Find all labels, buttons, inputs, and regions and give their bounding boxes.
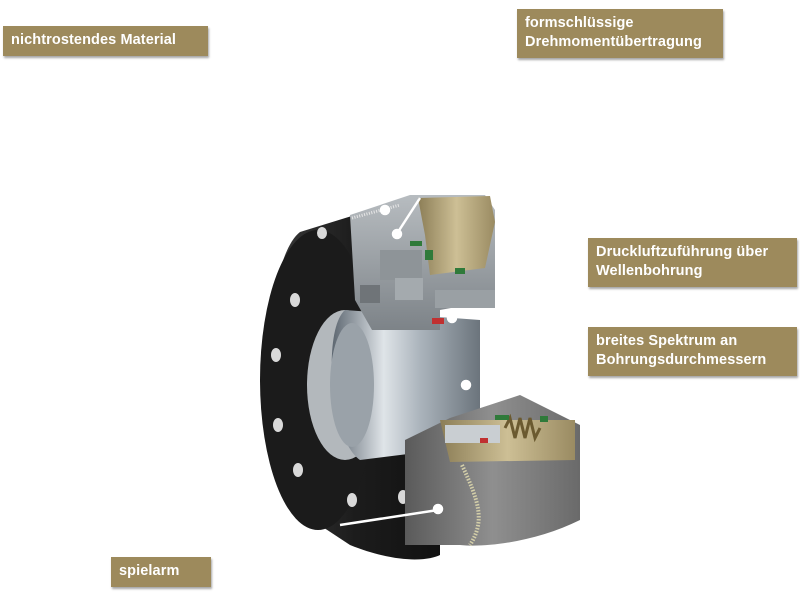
label-air-line2: Wellenbohrung bbox=[596, 263, 703, 279]
label-bore-line2: Bohrungsdurchmessern bbox=[596, 352, 767, 368]
label-backlash-text: spielarm bbox=[119, 563, 180, 579]
label-air: Druckluftzuführung über Wellenbohrung bbox=[588, 238, 797, 287]
leader-lines bbox=[339, 197, 472, 527]
label-backlash: spielarm bbox=[111, 557, 211, 587]
label-torque-line2: Drehmomentübertragung bbox=[525, 34, 702, 50]
label-air-line1: Druckluftzuführung über bbox=[596, 244, 769, 260]
label-bore-line1: breites Spektrum an bbox=[596, 333, 738, 349]
lower-section bbox=[405, 395, 580, 547]
label-bore: breites Spektrum an Bohrungsdurchmessern bbox=[588, 327, 797, 376]
upper-section bbox=[350, 195, 495, 330]
label-torque: formschlüssige Drehmomentübertragung bbox=[517, 9, 723, 58]
label-torque-line1: formschlüssige bbox=[525, 15, 634, 31]
label-material: nichtrostendes Material bbox=[3, 26, 208, 56]
label-material-text: nichtrostendes Material bbox=[11, 32, 177, 48]
